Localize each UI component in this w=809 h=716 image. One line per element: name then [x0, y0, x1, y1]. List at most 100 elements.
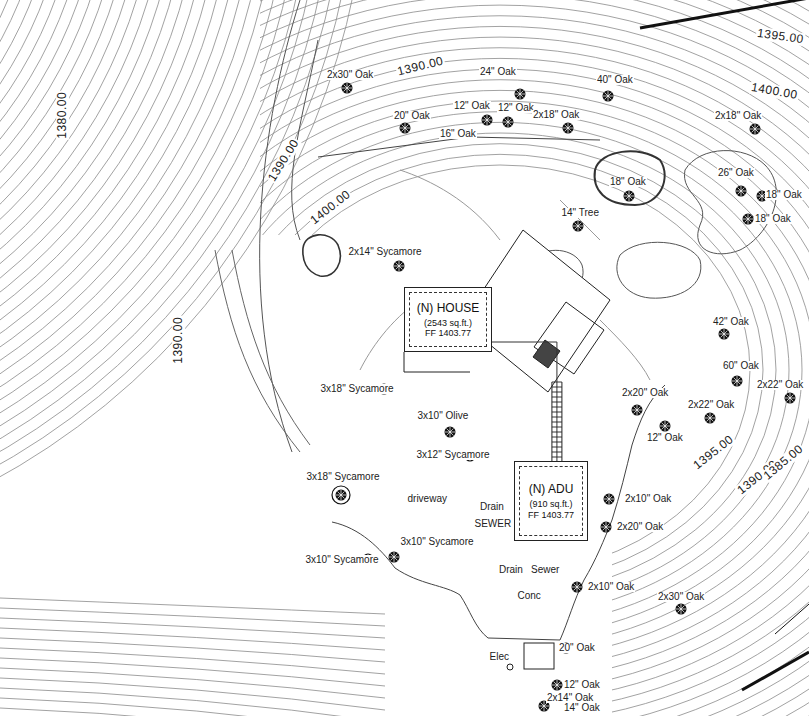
tree-symbol — [785, 393, 796, 404]
tree-symbol — [572, 582, 583, 593]
tree-symbol — [552, 680, 563, 691]
tree-mark — [564, 124, 571, 131]
contour-line — [0, 0, 16, 216]
contour-line — [0, 0, 71, 271]
building-note: FF 1403.77 — [528, 510, 574, 520]
tree-canopy — [743, 214, 754, 225]
tree-mark — [605, 495, 612, 502]
contour-line — [55, 5, 809, 716]
tree-canopy — [336, 490, 347, 501]
contour-line — [0, 598, 385, 614]
tree-mark — [553, 681, 560, 688]
contour-line — [211, 133, 789, 607]
site-label: 2x20" Oak — [621, 388, 669, 399]
site-label: 2x18" Oak — [532, 110, 580, 121]
tree-mark — [504, 118, 511, 125]
contour-line — [0, 618, 385, 638]
site-label: 12" Oak — [453, 101, 491, 112]
contour-label: 1390.00 — [395, 54, 445, 78]
contour-line — [0, 628, 385, 650]
grading-line — [318, 137, 600, 157]
contour-line — [159, 90, 809, 649]
grading-pit — [303, 235, 340, 276]
tree-mark — [625, 192, 632, 199]
stair-tread — [552, 402, 562, 403]
grading-pit — [595, 151, 665, 205]
site-label: driveway — [407, 494, 448, 505]
stair-tread — [552, 417, 562, 418]
tree-symbol — [624, 191, 635, 202]
property-line — [775, 604, 809, 634]
stair-tread — [552, 427, 562, 428]
house-outline — [404, 352, 470, 372]
tree-mark — [573, 583, 580, 590]
grading-edge — [332, 385, 665, 640]
contour-line — [0, 0, 225, 425]
tree-canopy — [624, 191, 635, 202]
tree-canopy — [785, 393, 796, 404]
grading-lines — [215, 0, 776, 640]
tree-mark — [390, 553, 397, 560]
site-label: 3x10" Olive — [417, 411, 470, 422]
contour-line — [0, 0, 236, 436]
tree-canopy — [482, 115, 493, 126]
tree-canopy — [750, 124, 761, 135]
building-name: (N) ADU — [529, 482, 574, 496]
contour-line — [198, 122, 802, 617]
contour-line — [0, 0, 280, 480]
site-label: 18" Oak — [609, 177, 647, 188]
tree-mark — [602, 523, 609, 530]
electrical-box — [524, 643, 554, 669]
contour-line — [0, 608, 385, 626]
contour-line — [0, 0, 115, 315]
site-label: 12" Oak — [646, 433, 684, 444]
site-label: 2x14" Sycamore — [348, 247, 423, 258]
building-name: (N) HOUSE — [417, 301, 480, 315]
tree-symbol — [601, 522, 612, 533]
site-label: 14" Oak — [563, 703, 601, 714]
tree-mark — [737, 187, 744, 194]
contour-line — [0, 0, 49, 249]
tree-symbol — [563, 123, 574, 134]
tree-mark — [786, 394, 793, 401]
site-label: 3x18" Sycamore — [306, 472, 381, 483]
stair-tread — [552, 412, 562, 413]
contour-line — [133, 69, 809, 671]
tree-canopy — [604, 494, 615, 505]
contour-line — [0, 0, 159, 359]
site-label: Conc — [517, 591, 542, 602]
tree-canopy — [573, 221, 584, 232]
contour-line — [0, 678, 385, 710]
site-label: 12" Oak — [497, 103, 535, 114]
site-label: 3x18" Sycamore — [320, 384, 395, 395]
tree-mark — [720, 330, 727, 337]
tree-symbol — [394, 261, 405, 272]
spa-outline — [533, 340, 560, 368]
site-label: 2x22" Oak — [687, 400, 735, 411]
tree-symbol — [660, 421, 671, 432]
site-label: 18" Oak — [754, 214, 792, 225]
tree-canopy — [732, 376, 743, 387]
stair-tread — [552, 392, 562, 393]
tree-mark — [633, 406, 640, 413]
contour-line — [0, 0, 247, 447]
contour-line — [0, 0, 346, 546]
stair-tread — [552, 442, 562, 443]
stair-tread — [552, 447, 562, 448]
site-label: 20" Oak — [393, 111, 431, 122]
stair-tread — [552, 457, 562, 458]
site-label: 60" Oak — [722, 361, 760, 372]
slope-band — [215, 250, 300, 452]
stair-rail — [551, 382, 552, 461]
grading-pit — [684, 151, 776, 254]
building-footprint: (N) ADU(910 sq.ft.)FF 1403.77 — [514, 461, 588, 541]
tree-canopy — [389, 552, 400, 563]
contour-line — [0, 0, 368, 568]
contour-line — [0, 0, 258, 458]
tree-canopy — [660, 421, 671, 432]
site-label: 2x10" Oak — [624, 494, 672, 505]
site-label: Elec — [489, 652, 510, 663]
contour-line — [120, 58, 809, 681]
